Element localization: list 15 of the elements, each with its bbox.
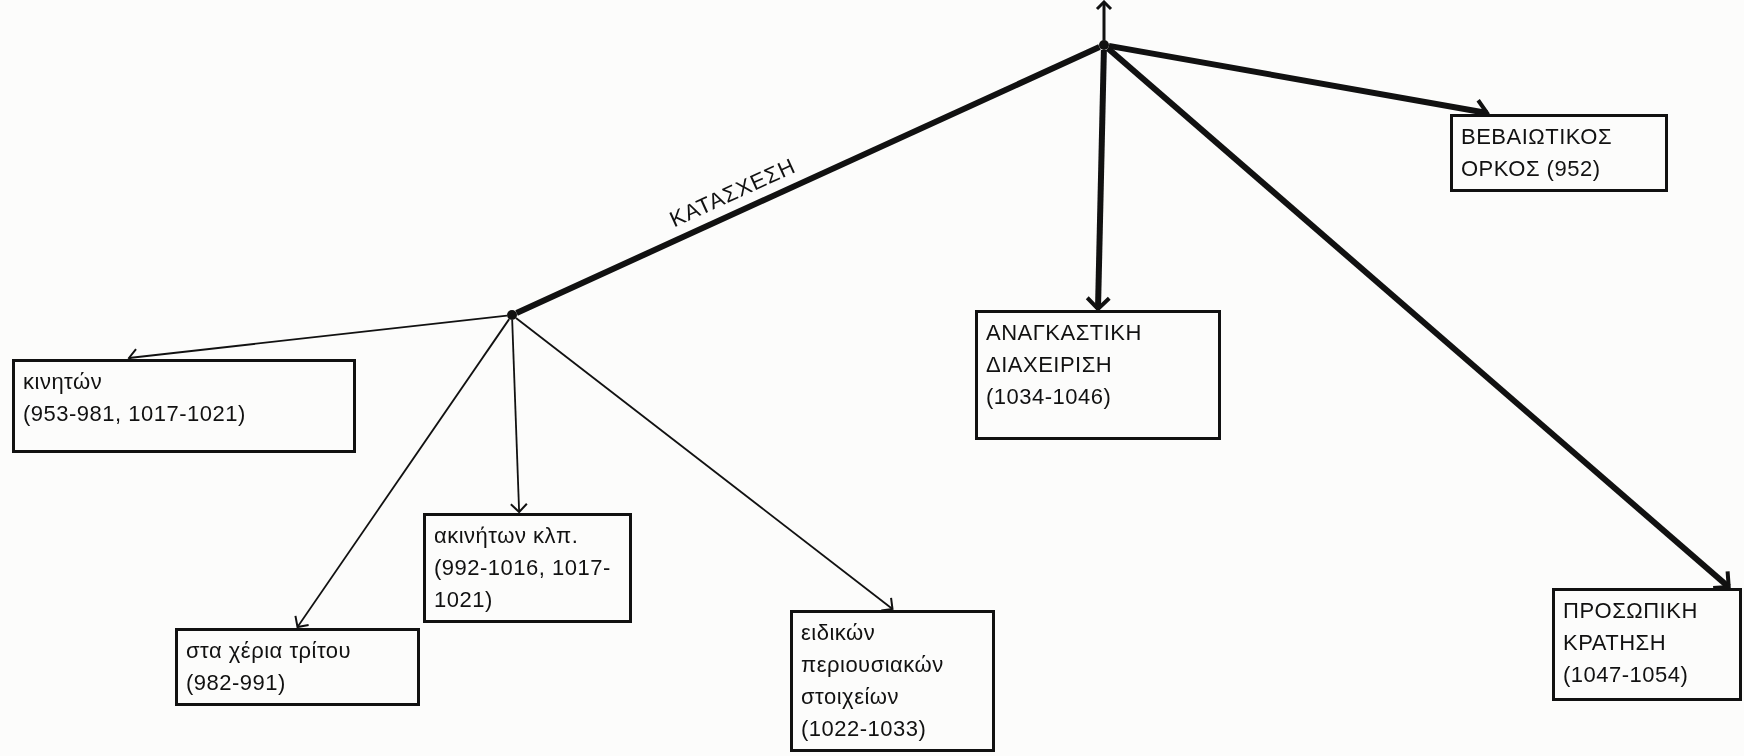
text-box: κινητών (953-981, 1017-1021) xyxy=(12,359,356,453)
junction-point xyxy=(507,310,517,320)
junction-point xyxy=(1099,40,1109,50)
arrow xyxy=(1085,49,1112,311)
text-box: ακινήτων κλπ. (992-1016, 1017-1021) xyxy=(423,513,632,623)
connector-line xyxy=(515,44,1101,316)
arrow xyxy=(1095,0,1113,40)
text-box: στα χέρια τρίτου (982-991) xyxy=(175,628,420,706)
text-box: ΠΡΟΣΩΠΙΚΗ ΚΡΑΤΗΣΗ (1047-1054) xyxy=(1552,588,1742,701)
text-box: ΑΝΑΓΚΑΣΤΙΚΗ ΔΙΑΧΕΙΡΙΣΗ (1034-1046) xyxy=(975,310,1221,440)
text-box: ειδικών περιουσιακών στοιχείων (1022-1033) xyxy=(790,610,995,752)
arrow xyxy=(294,318,511,628)
arrow xyxy=(515,317,894,612)
arrow xyxy=(509,319,528,513)
text-box: ΒΕΒΑΙΩΤΙΚΟΣ ΟΡΚΟΣ (952) xyxy=(1450,114,1668,192)
